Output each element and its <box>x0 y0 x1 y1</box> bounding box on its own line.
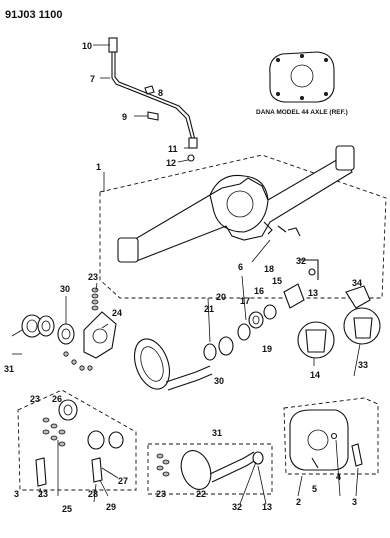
pinion-yoke-group <box>283 259 381 359</box>
callout-3: 3 <box>14 489 19 499</box>
callout-25: 25 <box>62 504 72 514</box>
vent-hose-assembly <box>108 37 198 162</box>
case-kit-group <box>17 389 137 491</box>
reference-caption: DANA MODEL 44 AXLE (REF.) <box>256 109 348 116</box>
callout-26: 26 <box>52 394 62 404</box>
callout-3b: 3 <box>352 497 357 507</box>
callout-18: 18 <box>264 264 274 274</box>
callout-33: 33 <box>358 360 368 370</box>
callout-10: 10 <box>82 41 92 51</box>
callout-16: 16 <box>254 286 264 296</box>
callout-23: 23 <box>88 272 98 282</box>
callout-23b: 23 <box>38 489 48 499</box>
callout-24: 24 <box>112 308 122 318</box>
callout-31b: 31 <box>212 428 222 438</box>
differential-left-group <box>21 287 117 371</box>
callout-11: 11 <box>168 144 178 154</box>
callout-32b: 32 <box>232 502 242 512</box>
callout-9: 9 <box>122 112 127 122</box>
callout-29: 29 <box>106 502 116 512</box>
axle-housing-group <box>99 145 387 299</box>
leader-lines <box>11 44 361 505</box>
callout-21: 21 <box>204 304 214 314</box>
callout-34: 34 <box>352 278 362 288</box>
callout-23d: 23 <box>30 394 40 404</box>
callout-13b: 13 <box>262 502 272 512</box>
cover-kit-group <box>283 397 379 475</box>
callout-4: 4 <box>336 472 341 482</box>
callout-6: 6 <box>238 262 243 272</box>
callout-23c: 23 <box>156 489 166 499</box>
callout-5: 5 <box>312 484 317 494</box>
callout-27: 27 <box>118 476 128 486</box>
callout-15: 15 <box>272 276 282 286</box>
callout-19: 19 <box>262 344 272 354</box>
callout-1: 1 <box>96 162 101 172</box>
callout-30: 30 <box>60 284 70 294</box>
callout-31: 31 <box>4 364 14 374</box>
callout-20: 20 <box>216 292 226 302</box>
callout-30b: 30 <box>214 376 224 386</box>
callout-7: 7 <box>90 74 95 84</box>
diagram-id: 91J03 1100 <box>5 9 63 21</box>
reference-cover-illustration <box>269 51 335 103</box>
callout-14: 14 <box>310 370 320 380</box>
callout-17: 17 <box>240 296 250 306</box>
callout-13: 13 <box>308 288 318 298</box>
callout-8: 8 <box>158 88 163 98</box>
callout-labels: 10 7 8 9 11 12 1 6 23 30 24 31 32 15 16 … <box>4 41 368 514</box>
ring-gear-kit-group <box>147 443 273 495</box>
callout-2: 2 <box>296 497 301 507</box>
callout-22: 22 <box>196 489 206 499</box>
callout-12: 12 <box>166 158 176 168</box>
callout-32: 32 <box>296 256 306 266</box>
ring-pinion-center-group <box>133 304 277 391</box>
callout-28: 28 <box>88 489 98 499</box>
